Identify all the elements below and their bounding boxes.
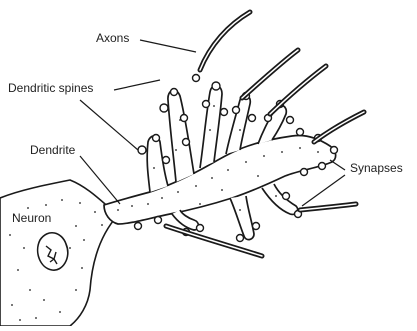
label-axons: Axons — [96, 31, 129, 45]
dendritic-spines-leader — [114, 80, 160, 90]
neuron-soma — [0, 180, 118, 326]
axon-1 — [200, 12, 250, 70]
label-neuron: Neuron — [12, 211, 51, 225]
label-dendrite: Dendrite — [30, 143, 76, 157]
axons-leader — [140, 40, 196, 52]
label-dendritic-spines: Dendritic spines — [8, 81, 93, 95]
dendrite-tree — [104, 75, 338, 242]
synapses-leader-2 — [302, 175, 345, 206]
nucleus — [38, 233, 68, 270]
synapses-leader-1 — [330, 160, 345, 170]
dendritic-spines-leader-2 — [80, 100, 138, 150]
label-synapses: Synapses — [350, 161, 403, 175]
